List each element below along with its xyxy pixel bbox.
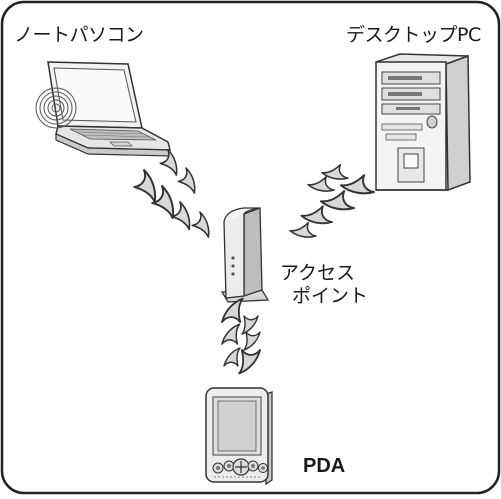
- access-point-label-line2: ポイント: [292, 285, 369, 307]
- pda-label: PDA: [303, 455, 346, 477]
- laptop-icon: [35, 61, 171, 157]
- desktop-pc-label: デスクトップPC: [346, 24, 481, 46]
- wireless-signal-icon: [221, 297, 261, 375]
- wireless-signal-icon: [35, 87, 77, 129]
- wireless-signal-icon: [289, 161, 375, 247]
- wireless-signal-icon: [131, 149, 218, 238]
- pda-icon: [205, 387, 273, 486]
- laptop-label: ノートパソコン: [14, 24, 144, 46]
- desktop-pc-icon: [375, 53, 471, 192]
- access-point-label-line1: アクセス: [280, 262, 356, 284]
- access-point-icon: [220, 207, 270, 303]
